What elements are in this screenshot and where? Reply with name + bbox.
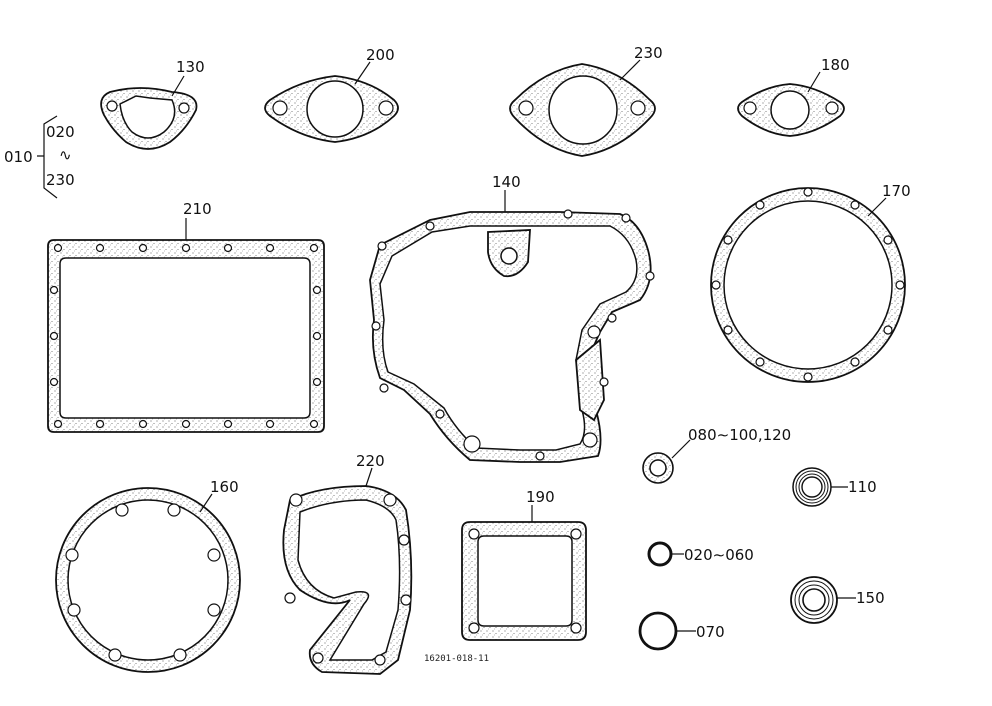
part-170-bolt-holes — [711, 187, 905, 382]
part-230-gasket[interactable]: 230 — [509, 44, 663, 157]
part-label-200: 200 — [366, 46, 395, 64]
part-label-110: 110 — [848, 478, 877, 496]
part-label-180: 180 — [821, 56, 850, 74]
part-label-020: 020∼060 — [684, 546, 754, 564]
group-parent-label: 010 — [4, 148, 33, 166]
part-label-140: 140 — [492, 173, 521, 191]
part-label-210: 210 — [183, 200, 212, 218]
part-190-gasket[interactable]: 190 — [461, 488, 587, 641]
figure-code: 16201-018-11 — [424, 654, 489, 664]
group-range-separator: ∿ — [59, 146, 72, 164]
part-label-080: 080∼100,120 — [688, 426, 791, 444]
part-150-oil-seal[interactable]: 150 — [790, 576, 885, 624]
part-020-o-ring[interactable]: 020∼060 — [647, 541, 754, 567]
part-140-bolt-holes — [371, 209, 655, 461]
part-210-bolt-holes — [49, 243, 322, 429]
part-110-oil-seal[interactable]: 110 — [792, 467, 877, 507]
part-label-230: 230 — [634, 44, 663, 62]
part-label-170: 170 — [882, 182, 911, 200]
part-label-160: 160 — [210, 478, 239, 496]
part-label-150: 150 — [856, 589, 885, 607]
part-070-o-ring[interactable]: 070 — [638, 611, 725, 651]
part-160-bolt-holes — [65, 503, 221, 662]
part-label-130: 130 — [176, 58, 205, 76]
group-range-start: 020 — [46, 123, 75, 141]
part-190-bolt-holes — [468, 528, 582, 634]
group-bracket-line — [37, 115, 58, 199]
part-180-gasket[interactable]: 180 — [737, 56, 850, 137]
part-220-bolt-holes — [284, 493, 412, 666]
part-160-gasket[interactable]: 160 — [55, 478, 241, 673]
part-130-gasket[interactable]: 130 — [100, 58, 205, 150]
part-140-gasket[interactable]: 140 — [369, 173, 655, 463]
group-range-end: 230 — [46, 171, 75, 189]
part-label-220: 220 — [356, 452, 385, 470]
part-label-070: 070 — [696, 623, 725, 641]
part-210-gasket[interactable]: 210 — [47, 200, 325, 433]
part-170-gasket[interactable]: 170 — [710, 182, 911, 383]
part-200-gasket[interactable]: 200 — [264, 46, 399, 143]
part-220-gasket[interactable]: 220 — [282, 452, 413, 675]
part-label-190: 190 — [526, 488, 555, 506]
group-bracket: 010 020 ∿ 230 — [4, 115, 75, 199]
part-080-washer[interactable]: 080∼100,120 — [642, 426, 791, 484]
